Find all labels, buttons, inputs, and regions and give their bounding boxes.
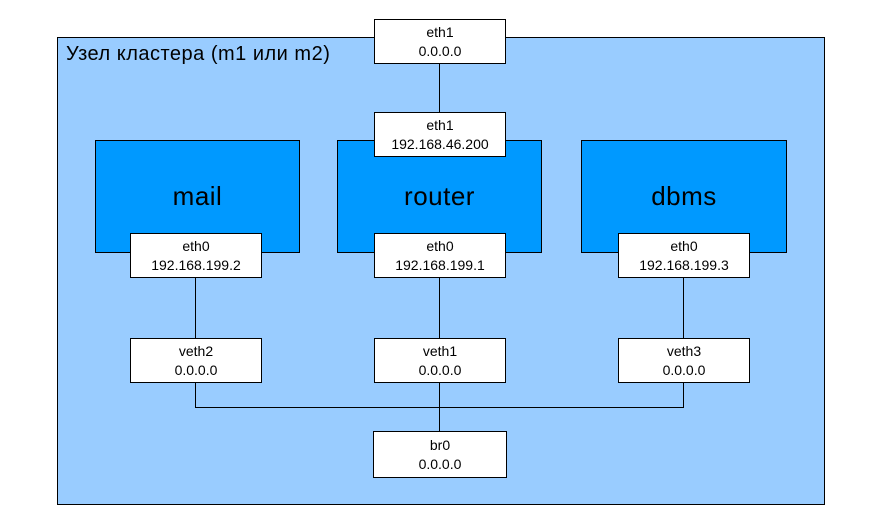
interface-ip: 0.0.0.0 [418,456,462,472]
container-router-label: router [404,181,475,211]
interface-name: eth0 [670,238,698,254]
interface-name: eth0 [182,238,210,254]
connector-eth0mail-to-veth2 [195,278,196,338]
connector-eth0dbms-to-veth3 [683,278,684,338]
interface-eth1-external-box: eth1 0.0.0.0 [374,19,506,64]
interface-name: eth1 [426,24,454,40]
interface-br0-box: br0 0.0.0.0 [373,431,507,478]
interface-ip: 192.168.199.2 [151,257,241,273]
interface-name: veth2 [178,343,214,359]
interface-name: veth3 [666,343,702,359]
container-mail-label: mail [172,181,223,211]
connector-veth3-to-bus [683,383,684,408]
interface-veth2-box: veth2 0.0.0.0 [130,338,262,383]
container-dbms-label: dbms [651,181,717,211]
interface-ip: 192.168.199.1 [395,257,485,273]
interface-name: br0 [429,437,451,453]
interface-ip: 192.168.46.200 [391,136,489,152]
connector-eth0router-to-veth1 [439,278,440,338]
interface-ip: 192.168.199.3 [639,257,729,273]
interface-eth1-host-box: eth1 192.168.46.200 [374,112,506,157]
connector-eth1-external-to-host [439,64,440,112]
interface-name: eth1 [426,117,454,133]
interface-veth1-box: veth1 0.0.0.0 [374,338,506,383]
interface-ip: 0.0.0.0 [418,362,462,378]
interface-ip: 0.0.0.0 [174,362,218,378]
interface-eth0-router-box: eth0 192.168.199.1 [374,233,506,278]
interface-ip: 0.0.0.0 [662,362,706,378]
interface-eth0-mail-box: eth0 192.168.199.2 [130,233,262,278]
interface-name: veth1 [422,343,458,359]
interface-veth3-box: veth3 0.0.0.0 [618,338,750,383]
cluster-title: Узел кластера (m1 или m2) [66,43,331,65]
bridge-bus-line [195,407,684,408]
connector-veth2-to-bus [195,383,196,408]
interface-ip: 0.0.0.0 [418,43,462,59]
interface-name: eth0 [426,238,454,254]
interface-eth0-dbms-box: eth0 192.168.199.3 [618,233,750,278]
